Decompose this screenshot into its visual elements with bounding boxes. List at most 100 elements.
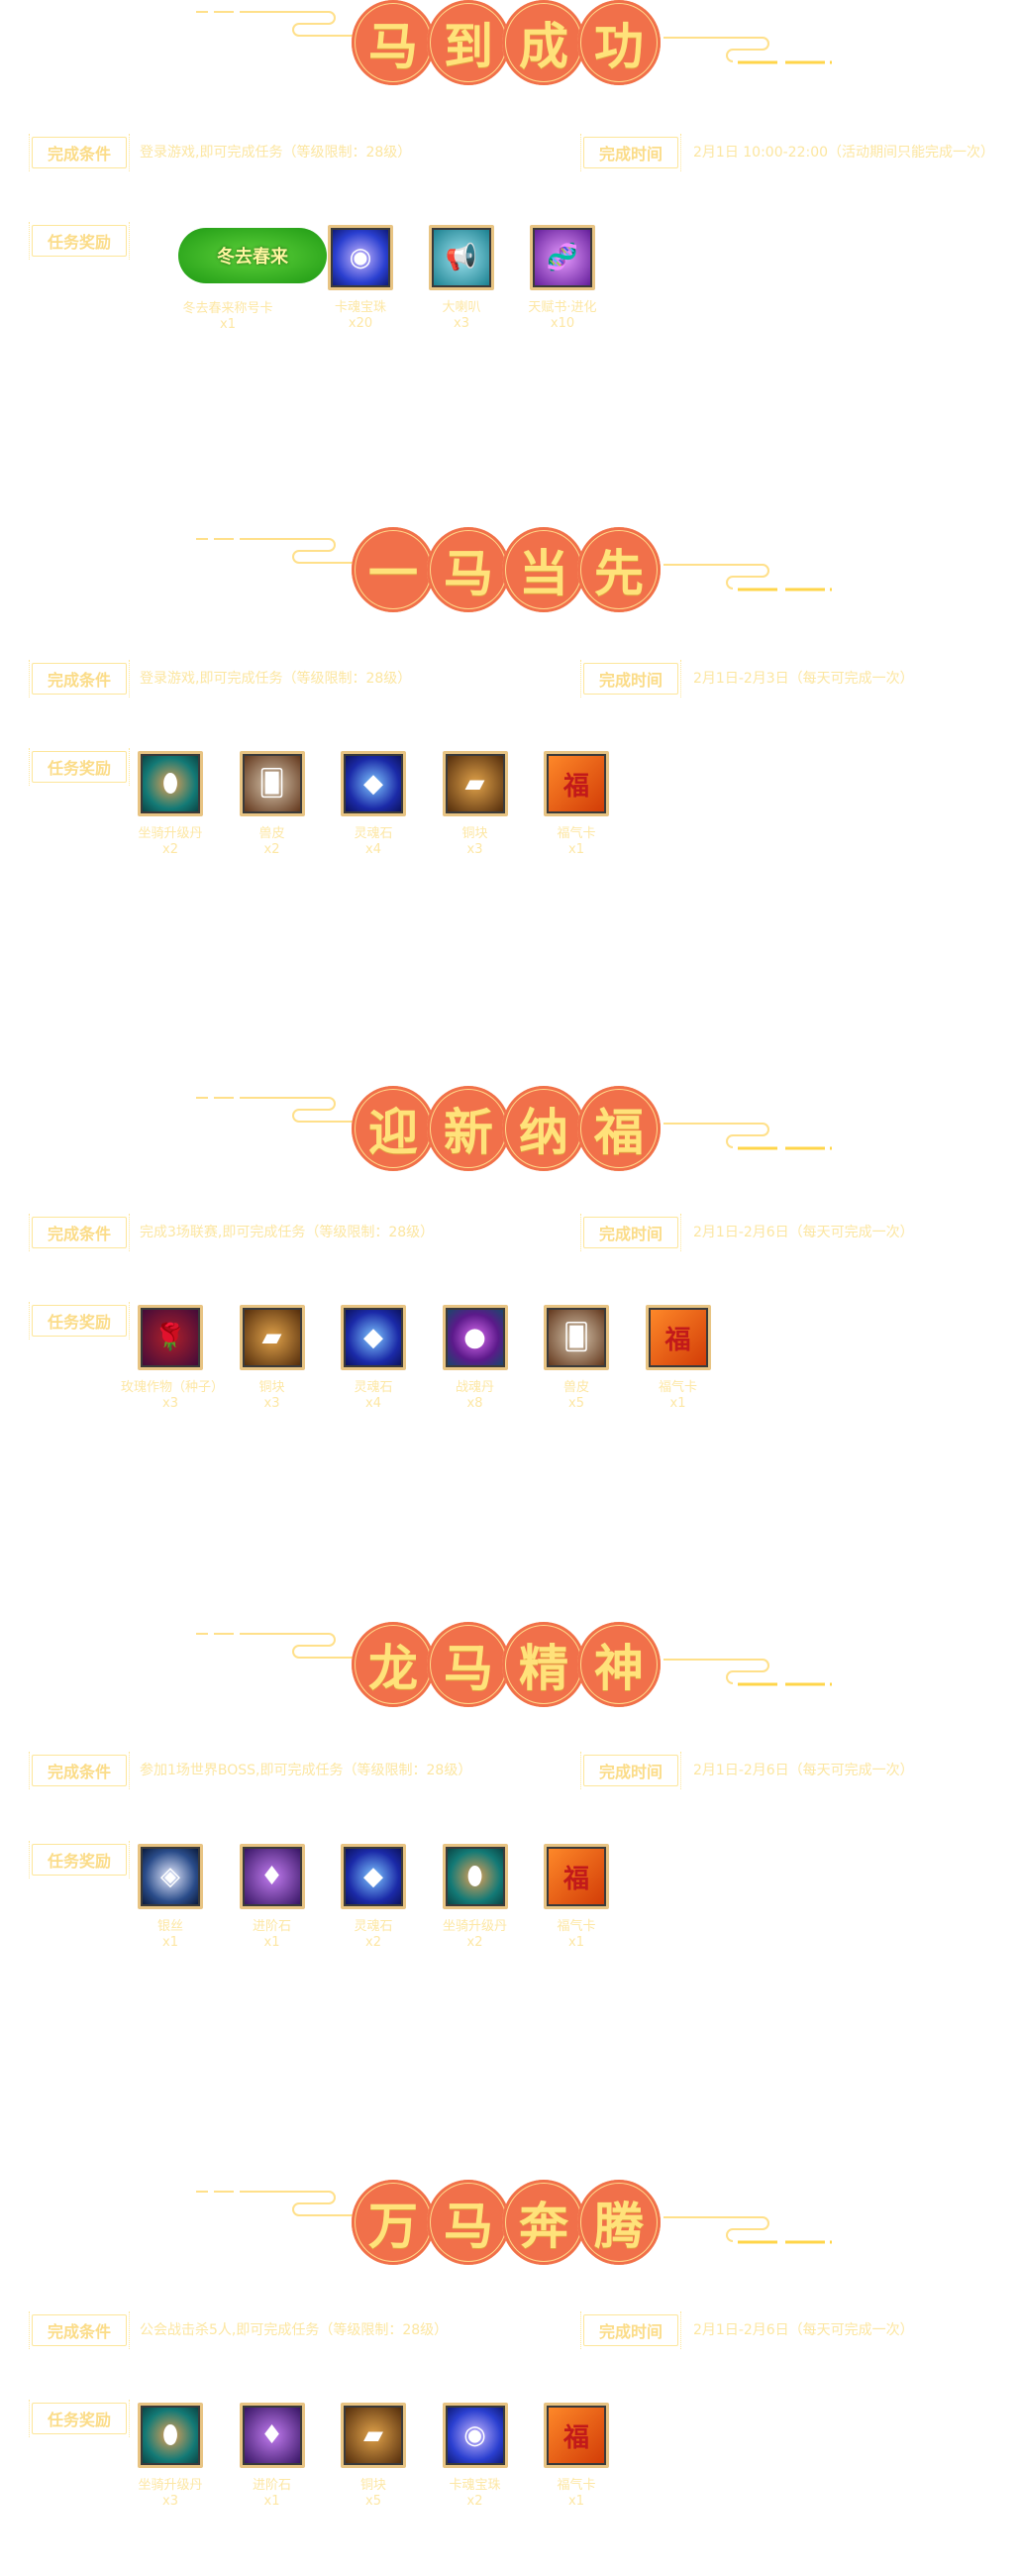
condition-text: 公会战击杀5人,即可完成任务（等级限制：28级） [140,2322,449,2338]
reward-name: 兽皮 [258,826,285,841]
reward-name: 铜块 [461,826,488,841]
hide-icon: 🂠 [544,1305,609,1370]
reward-quantity: x4 [365,842,381,857]
amethyst-icon: ♦ [239,2403,305,2468]
condition-label: 完成条件 [29,134,130,171]
title-coin: 马 [427,1622,510,1707]
title-coin: 一 [352,527,435,612]
section-title: 万马奔腾 [352,2180,668,2267]
reward-name: 坐骑升级丹 [138,826,203,841]
reward-name: 兽皮 [562,1380,589,1395]
reward-quantity: x10 [550,316,575,331]
time-label: 完成时间 [580,134,681,171]
fortune-card-icon: 福 [544,1844,609,1909]
reward-name: 坐骑升级丹 [442,1919,507,1934]
title-coin: 新 [427,1086,510,1171]
condition-text: 登录游戏,即可完成任务（等级限制：28级） [140,671,412,687]
reward-quantity: x5 [365,2494,381,2509]
reward-name: 战魂丹 [455,1380,494,1395]
amethyst-icon: ♦ [239,1844,305,1909]
time-text: 2月1日-2月6日（每天可完成一次） [693,2322,914,2338]
mount-pill-icon: ⬮ [442,1844,508,1909]
copper-icon: ▰ [442,751,508,816]
reward-quantity: x2 [466,2494,483,2509]
reward-name: 冬去春来称号卡 [182,301,273,316]
title-coin: 纳 [502,1086,585,1171]
reward-item[interactable]: 🌹玫瑰作物（种子）x3 [121,1305,225,1411]
title-coin: 腾 [577,2180,661,2265]
time-label: 完成时间 [580,2311,681,2349]
title-coin: 龙 [352,1622,435,1707]
soul-stone-icon: ◆ [341,751,406,816]
soul-stone-icon: ◆ [341,1844,406,1909]
mount-pill-icon: ⬮ [138,2403,203,2468]
condition-text: 参加1场世界BOSS,即可完成任务（等级限制：28级） [140,1763,472,1778]
condition-label: 完成条件 [29,1752,130,1789]
title-coin: 马 [427,527,510,612]
soul-stone-icon: ◆ [341,1305,406,1370]
purple-orb-icon: ● [442,1305,508,1370]
section-title: 迎新纳福 [352,1086,668,1173]
condition-label: 完成条件 [29,2311,130,2349]
reward-quantity: x1 [263,2494,280,2509]
reward-name: 铜块 [258,1380,285,1395]
megaphone-icon: 📢 [429,225,494,290]
reward-name: 卡魂宝珠 [449,2478,501,2493]
reward-quantity: x2 [162,842,178,857]
reward-quantity: x1 [669,1396,686,1411]
fortune-card-icon: 福 [544,751,609,816]
section-title: 马到成功 [352,0,668,87]
hide-icon: 🂠 [239,751,305,816]
title-badge-icon: 冬去春来 [178,228,327,283]
reward-quantity: x1 [568,2494,584,2509]
copper-icon: ▰ [341,2403,406,2468]
reward-name: 灵魂石 [354,1919,393,1934]
reward-label: 任务奖励 [29,748,130,786]
reward-name: 灵魂石 [354,1380,393,1395]
time-label: 完成时间 [580,660,681,698]
title-coin: 马 [427,2180,510,2265]
reward-name: 福气卡 [658,1380,697,1395]
title-coin: 迎 [352,1086,435,1171]
reward-quantity: x3 [466,842,483,857]
reward-quantity: x5 [568,1396,584,1411]
reward-quantity: x3 [162,2494,178,2509]
title-coin: 奔 [502,2180,585,2265]
reward-name: 进阶石 [252,1919,291,1934]
dna-book-icon: 🧬 [530,225,595,290]
reward-quantity: x1 [568,1935,584,1950]
task-section: 万马奔腾完成条件公会战击杀5人,即可完成任务（等级限制：28级） 完成时间 2月1日… [0,2180,1020,2576]
reward-name: 大喇叭 [442,300,481,315]
rose-icon: 🌹 [138,1305,203,1370]
title-coin: 马 [352,0,435,85]
section-title: 龙马精神 [352,1622,668,1709]
reward-quantity: x8 [466,1396,483,1411]
time-label: 完成时间 [580,1752,681,1789]
reward-name: 玫瑰作物（种子） [121,1380,225,1395]
